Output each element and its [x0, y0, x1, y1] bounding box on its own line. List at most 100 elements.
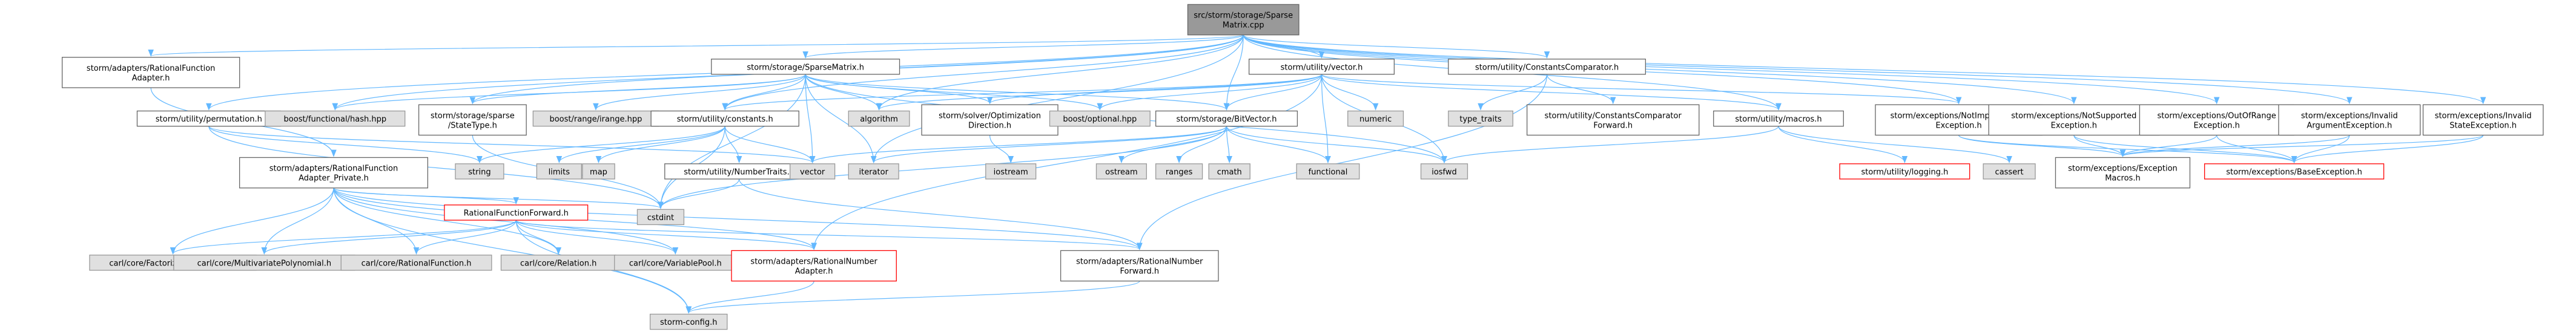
node-carl-multivariate[interactable]: carl/core/MultivariatePolynomial.h: [173, 255, 355, 271]
node-boost-optional[interactable]: boost/optional.hpp: [1049, 110, 1151, 127]
node-box: [649, 313, 728, 330]
edge-sparsematrix-h-to-boost-hash: [332, 74, 806, 111]
node-baseexc-h[interactable]: storm/exceptions/BaseException.h: [2204, 163, 2385, 180]
edge-notsupp-h-to-baseexc-h: [2073, 135, 2297, 164]
node-box: [1983, 163, 2036, 180]
node-box: [1155, 163, 1203, 180]
node-numeric[interactable]: numeric: [1347, 110, 1404, 127]
node-label: storm/utility/ConstantsComparator: [1545, 111, 1682, 120]
node-label: storm/utility/vector.h: [1281, 63, 1363, 72]
edge-rfa-private-h-to-carl-factorized: [170, 187, 334, 255]
node-label: limits: [549, 168, 570, 177]
node-cstdint[interactable]: cstdint: [636, 209, 685, 226]
node-ranges[interactable]: ranges: [1155, 163, 1203, 180]
node-carl-rational[interactable]: carl/core/RationalFunction.h: [340, 255, 492, 271]
node-rfa-private-h[interactable]: storm/adapters/RationalFunctionAdapter_P…: [239, 157, 429, 189]
node-vector-h[interactable]: storm/utility/vector.h: [1249, 59, 1395, 75]
edge-bitvector-h-to-ostream: [1118, 126, 1227, 164]
node-label: iostream: [994, 168, 1028, 177]
node-label: vector: [800, 168, 825, 177]
node-sparsematrix-h[interactable]: storm/storage/SparseMatrix.h: [711, 59, 900, 75]
edge-constcomp-h-to-rnforward-h: [1137, 74, 1548, 250]
node-label: storm/solver/Optimization: [939, 111, 1041, 120]
node-box: [444, 204, 589, 221]
node-boost-range[interactable]: boost/range/irange.hpp: [532, 110, 659, 127]
node-carl-varpool[interactable]: carl/core/VariablePool.h: [614, 255, 737, 271]
node-cmath[interactable]: cmath: [1208, 163, 1250, 180]
node-statetype-h[interactable]: storm/storage/sparse/StateType.h: [418, 104, 527, 136]
edge-sparsematrix-h-to-boost-range: [593, 74, 806, 111]
node-iosfwd[interactable]: iosfwd: [1420, 163, 1468, 180]
node-label: iosfwd: [1432, 168, 1457, 177]
node-label: Direction.h: [968, 121, 1011, 130]
node-iostream[interactable]: iostream: [985, 163, 1037, 180]
node-vector[interactable]: vector: [789, 163, 836, 180]
node-logging-h[interactable]: storm/utility/logging.h: [1839, 163, 1970, 180]
node-box: [265, 110, 406, 127]
node-macros-h[interactable]: storm/utility/macros.h: [1713, 110, 1844, 127]
node-string[interactable]: string: [455, 163, 504, 180]
node-label: storm/storage/sparse: [431, 111, 515, 120]
node-box: [1249, 59, 1395, 75]
edge-constants-h-to-vector: [724, 126, 816, 164]
node-label: Adapter.h: [132, 74, 170, 83]
node-invarg-h[interactable]: storm/exceptions/InvalidArgumentExceptio…: [2278, 104, 2421, 136]
node-label: iterator: [859, 168, 889, 177]
node-label: RationalFunctionForward.h: [464, 209, 569, 218]
node-label: storm/exceptions/Invalid: [2435, 111, 2532, 120]
node-label: storm/storage/BitVector.h: [1177, 115, 1277, 124]
edge-rfforward-h-to-carl-factorized: [170, 220, 517, 255]
node-iterator[interactable]: iterator: [848, 163, 899, 180]
node-label: algorithm: [860, 115, 898, 124]
edge-notimpl-h-to-baseexc-h: [1958, 134, 2297, 164]
node-box: [1095, 163, 1148, 180]
node-stormconfig-h[interactable]: storm-config.h: [649, 313, 728, 330]
node-box: [455, 163, 504, 180]
node-constants-h[interactable]: storm/utility/constants.h: [650, 110, 799, 127]
edge-numbertraits-h-to-rnforward-h: [738, 178, 1143, 250]
node-label: Exception.h: [1935, 121, 1981, 130]
edge-macros-h-to-logging-h: [1778, 126, 1908, 164]
edge-rfforward-h-to-carl-relation: [515, 220, 561, 255]
node-bitvector-h[interactable]: storm/storage/BitVector.h: [1155, 110, 1298, 127]
edge-root-to-constants-h: [722, 34, 1244, 111]
node-ccforward-h[interactable]: storm/utility/ConstantsComparatorForward…: [1527, 104, 1700, 136]
node-rfforward-h[interactable]: RationalFunctionForward.h: [444, 204, 589, 221]
edge-sparsematrix-h-to-cstdint: [658, 74, 806, 209]
node-functional[interactable]: functional: [1296, 163, 1360, 180]
edge-permutation-h-to-string: [208, 126, 483, 164]
node-algorithm[interactable]: algorithm: [848, 110, 910, 127]
node-constcomp-h[interactable]: storm/utility/ConstantsComparator.h: [1448, 59, 1646, 75]
node-boost-hash[interactable]: boost/functional/hash.hpp: [265, 110, 406, 127]
node-label: Exception.h: [2051, 121, 2097, 130]
node-map[interactable]: map: [582, 163, 615, 180]
node-limits[interactable]: limits: [536, 163, 583, 180]
node-label: storm/adapters/RationalNumber: [750, 258, 877, 267]
node-box: [921, 104, 1058, 136]
node-cassert[interactable]: cassert: [1983, 163, 2036, 180]
node-label: storm/exceptions/Exception: [2068, 164, 2178, 174]
node-box: [985, 163, 1037, 180]
node-label: ostream: [1105, 168, 1138, 177]
node-numbertraits-h[interactable]: storm/utility/NumberTraits.h: [664, 163, 814, 180]
node-box: [340, 255, 492, 271]
node-label: carl/core/RationalFunction.h: [362, 259, 472, 268]
node-box: [848, 110, 910, 127]
node-permutation-h[interactable]: storm/utility/permutation.h: [136, 110, 281, 127]
node-root[interactable]: src/storm/storage/SparseMatrix.cpp: [1187, 4, 1300, 36]
node-label: storm/exceptions/BaseException.h: [2226, 168, 2362, 177]
node-carl-relation[interactable]: carl/core/Relation.h: [500, 255, 616, 271]
node-ostream[interactable]: ostream: [1095, 163, 1148, 180]
edge-rfforward-h-to-rnforward-h: [515, 220, 1143, 250]
node-label: Macros.h: [2105, 174, 2141, 183]
node-type-traits[interactable]: type_traits: [1448, 110, 1514, 127]
edge-vector-h-to-constants-h: [722, 74, 1323, 111]
